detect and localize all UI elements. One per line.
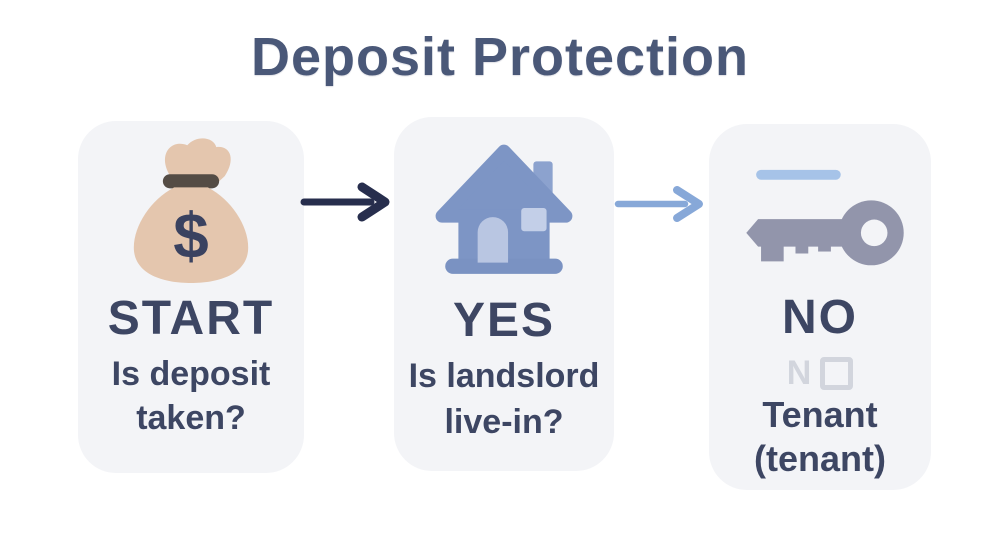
money-bag-icon: $ — [78, 133, 304, 283]
start-question-line2: taken? — [136, 399, 246, 437]
page-title: Deposit Protection — [250, 27, 750, 87]
key-tooth-3 — [818, 244, 831, 252]
key-icon-svg — [746, 169, 904, 266]
no-answer-line2: (tenant) — [754, 438, 886, 479]
flow-card-start: $ START Is deposit taken? — [78, 121, 304, 473]
house-window — [521, 207, 547, 232]
key-shaft — [746, 219, 846, 247]
arrow-right-dark-icon — [300, 182, 390, 222]
key-tooth-1 — [761, 244, 784, 262]
house-icon-svg — [435, 144, 573, 274]
yes-question-line1: Is landslord — [408, 357, 600, 395]
money-bag-knot — [165, 138, 231, 186]
flow-card-yes: YES Is landslord live-in? — [394, 117, 614, 471]
ghost-no-text: N — [709, 354, 931, 393]
yes-label: YES — [452, 294, 556, 347]
key-tooth-2 — [795, 244, 809, 254]
ghost-no-letter: N — [786, 354, 814, 392]
start-label: START — [107, 292, 275, 345]
money-bag-icon-svg: $ — [133, 138, 249, 283]
no-answer-line1: Tenant — [762, 394, 878, 435]
ghost-square-icon — [820, 357, 854, 390]
flow-card-no: NO N Tenant (tenant) — [709, 124, 931, 490]
dollar-sign: $ — [173, 200, 208, 272]
house-icon — [394, 135, 614, 287]
key-hole — [860, 219, 888, 247]
money-bag-body — [133, 187, 249, 283]
no-label: NO — [782, 291, 858, 344]
key-icon — [709, 162, 931, 284]
house-door — [477, 217, 509, 263]
yes-question-line2: live-in? — [444, 403, 564, 441]
house-base — [445, 258, 563, 274]
arrow-right-light-icon — [614, 186, 703, 222]
start-question-line1: Is deposit — [111, 355, 271, 393]
money-bag-tie — [162, 174, 220, 189]
